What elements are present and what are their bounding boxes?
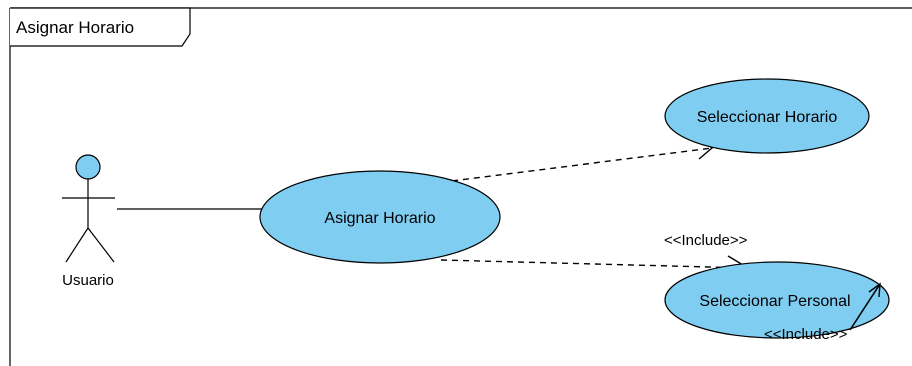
system-frame: Asignar Horario [9,7,912,366]
use-case-asignar-horario[interactable]: Asignar Horario [259,170,501,264]
self-include-relation [849,282,881,331]
actor-right-leg [87,227,115,263]
actor-label: Usuario [62,272,114,289]
use-case-label: Asignar Horario [324,210,435,227]
self-include-line [849,283,881,331]
use-case-seleccionar-personal[interactable]: Seleccionar Personal [664,261,890,339]
actor-left-leg [65,227,89,263]
actor-usuario[interactable]: Usuario [62,154,115,289]
include-stereotype-label: <<Include>> [664,232,748,249]
use-case-label: Seleccionar Personal [699,293,850,310]
include-relation-horario [451,134,714,182]
use-case-seleccionar-horario[interactable]: Seleccionar Horario [664,78,870,154]
include-stereotype-label: <<Include>> [764,326,848,343]
frame-title: Asignar Horario [16,18,134,37]
use-case-label: Seleccionar Horario [697,109,838,126]
actor-head [75,154,101,180]
dashed-dependency-line [440,259,749,269]
frame-title-tab [10,7,191,47]
dashed-dependency-line [451,147,713,182]
open-arrowhead [868,282,881,298]
